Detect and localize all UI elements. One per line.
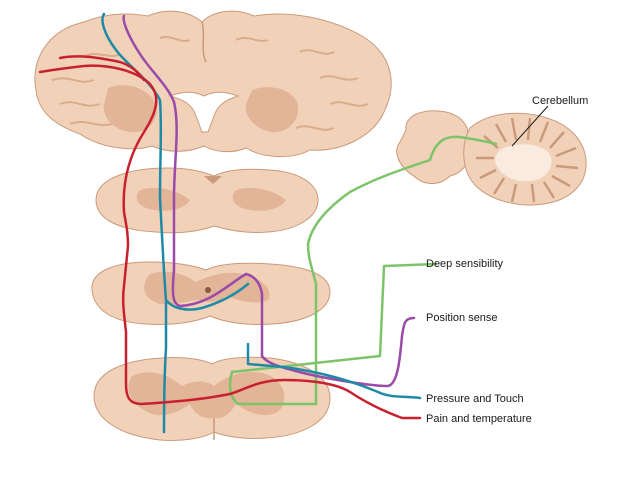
medulla-section [95,167,319,234]
cerebellum [396,110,587,206]
brain-outline [34,10,392,158]
mid-cord-canal [205,287,211,293]
pain-temperature-pathway [38,64,422,420]
pain-temperature-label: Pain and temperature [426,413,532,425]
medulla-canal [204,176,222,184]
spinal-cord-mid-section [91,261,331,325]
deep-sensibility-pathway [228,135,498,406]
brainstem-piece [396,110,471,184]
midline-fissure [201,21,207,63]
cerebellum-label: Cerebellum [532,95,588,107]
cerebellum-pointer-line [511,105,549,147]
pressure-touch-pathway [101,12,422,434]
pain-temperature-pathway-branch [58,55,146,82]
spinal-cord-lower-section [93,356,331,441]
left-deep-matter [103,85,157,133]
pressure-touch-label: Pressure and Touch [426,393,524,405]
position-sense-label: Position sense [426,312,498,324]
cerebellum-core [495,144,552,182]
pathways [38,12,498,434]
right-deep-matter [245,87,299,133]
deep-sensibility-label: Deep sensibility [426,258,504,270]
lower-cord-gray [128,371,285,419]
medulla-outline [95,167,319,234]
ventricles [168,91,240,133]
right-gyri [235,37,369,131]
left-gyri [51,36,191,126]
brain-section [34,10,392,158]
